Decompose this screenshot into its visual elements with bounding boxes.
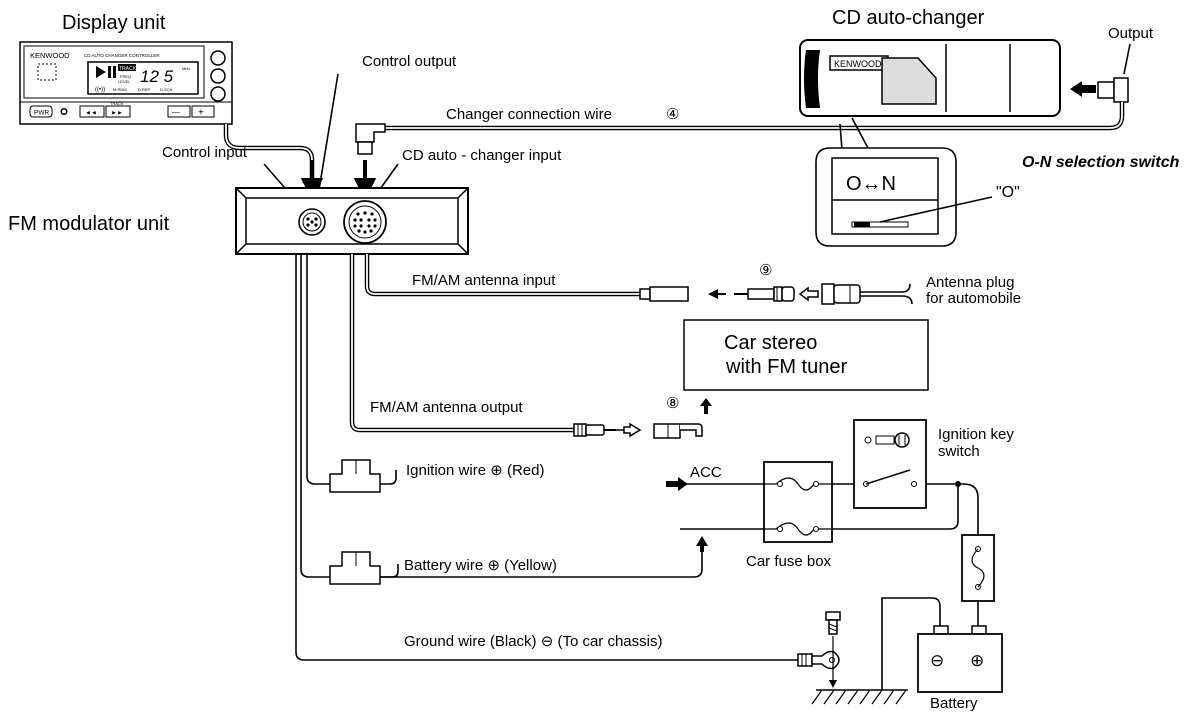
plus-icon: + [198, 108, 204, 119]
indicator-dot [60, 107, 68, 116]
pause-icon [108, 66, 111, 78]
display-digits: 12 5 [140, 67, 174, 86]
battery-wire-label: Battery wire ⊕ (Yellow) [404, 557, 557, 574]
fm-am-input-jack [639, 288, 651, 300]
control-output-label: Control output [362, 53, 457, 70]
side-button-3[interactable] [210, 86, 226, 102]
side-button-2[interactable] [210, 68, 226, 84]
antenna-plug-label-2: for automobile [926, 290, 1021, 307]
minus-icon: — [172, 108, 180, 117]
signal-icon: ((•)) [95, 87, 105, 93]
ground-wire-label: Ground wire (Black) ⊖ (To car chassis) [404, 633, 662, 650]
next-icon: ►► [111, 111, 123, 117]
fm-am-input-label: FM/AM antenna input [412, 272, 556, 289]
automobile-antenna-plug [821, 283, 913, 305]
changer-connection-wire-label: Changer connection wire [446, 106, 612, 123]
changer-wire-number: ④ [666, 106, 679, 123]
ignition-key-label-1: Ignition key [938, 426, 1014, 443]
on-switch-panel-label: O↔N [846, 173, 896, 195]
plus-button[interactable] [191, 105, 215, 118]
cd-input-label: CD auto - changer input [402, 147, 562, 164]
antenna-adapter-8 [653, 423, 703, 439]
output-plug-arrow-icon [616, 422, 642, 438]
car-stereo-label-2: with FM tuner [725, 356, 847, 378]
next-button[interactable] [105, 105, 131, 118]
pwr-label: PWR [34, 110, 49, 117]
battery-arrow-icon [696, 536, 708, 552]
car-fuse-box-label: Car fuse box [746, 553, 832, 570]
adapter-9-number: ⑨ [759, 262, 772, 279]
switch-callout-pointer [839, 117, 869, 151]
on-switch-label: O-N selection switch [1022, 154, 1180, 171]
mhz-text: MHz [182, 66, 190, 71]
output-label: Output [1108, 25, 1154, 42]
fm-am-output-plug [573, 423, 616, 437]
antenna-adapter-9 [734, 286, 795, 302]
acc-label: ACC [690, 464, 722, 481]
control-input-label: Control input [162, 144, 248, 161]
o-setting-label: "O" [996, 184, 1020, 201]
display-unit-sensor [37, 63, 57, 81]
ground-screw-icon [825, 611, 841, 688]
prev-icon: ◄◄ [85, 111, 97, 117]
ignition-fuse-holder [329, 459, 381, 493]
cd-changer-unit: KENWOOD [799, 39, 1061, 117]
ignition-wire-label: Ignition wire ⊕ (Red) [406, 462, 544, 479]
display-unit-brand: KENWOOD [30, 51, 70, 60]
ignition-arrow-icon [666, 477, 688, 491]
level-text: LEVEL [118, 79, 131, 84]
m-rdm-text: M.RDM [113, 87, 127, 92]
changer-wire-plug [355, 123, 386, 143]
display-unit-title: Display unit [62, 12, 166, 34]
minus-button[interactable] [167, 105, 191, 118]
car-fuse-box [763, 461, 833, 543]
fm-modulator-title: FM modulator unit [8, 213, 170, 235]
battery-label: Battery [930, 695, 978, 712]
display-unit-lcd [87, 61, 199, 95]
fm-modulator-unit [235, 187, 469, 255]
car-stereo-label-1: Car stereo [724, 332, 817, 354]
input-arrow-icon [708, 289, 726, 299]
antenna-plug-label-1: Antenna plug [926, 274, 1014, 291]
cd-changer-title: CD auto-changer [832, 7, 985, 29]
ignition-key-label-2: switch [938, 443, 980, 460]
ground-terminal [797, 650, 840, 670]
up-arrow-icon-8 [700, 398, 712, 414]
output-arrow-icon [1070, 81, 1096, 97]
output-plug [1097, 81, 1115, 99]
side-button-1[interactable] [210, 50, 226, 66]
battery-minus-icon: ⊖ [930, 651, 944, 670]
battery-unit [917, 625, 1003, 693]
ignition-key-switch [853, 419, 927, 509]
battery-fuse-holder [329, 551, 381, 585]
play-icon [96, 66, 106, 78]
display-unit: KENWOOD CD AUTO CHANGER CONTROLLER TRACK… [19, 41, 233, 125]
inline-fuse [961, 534, 995, 602]
track-badge-text: TRACK [119, 66, 137, 72]
fm-am-output-label: FM/AM antenna output [370, 399, 523, 416]
car-stereo-box [683, 319, 929, 391]
battery-plus-icon: ⊕ [970, 651, 984, 670]
track-label: TRACK [110, 101, 124, 106]
track-badge [118, 64, 136, 71]
d-scn-text: D.SCN [160, 87, 173, 92]
pwr-button[interactable] [29, 105, 53, 118]
adapter-8-number: ⑧ [666, 395, 679, 412]
prev-button[interactable] [79, 105, 105, 118]
d-rep-text: D.REP [138, 87, 151, 92]
cd-changer-brand: KENWOOD [834, 59, 882, 69]
freq-text: FREQ [120, 74, 131, 79]
plug-arrow-icon [798, 286, 819, 302]
display-unit-controller-text: CD AUTO CHANGER CONTROLLER [84, 53, 160, 58]
